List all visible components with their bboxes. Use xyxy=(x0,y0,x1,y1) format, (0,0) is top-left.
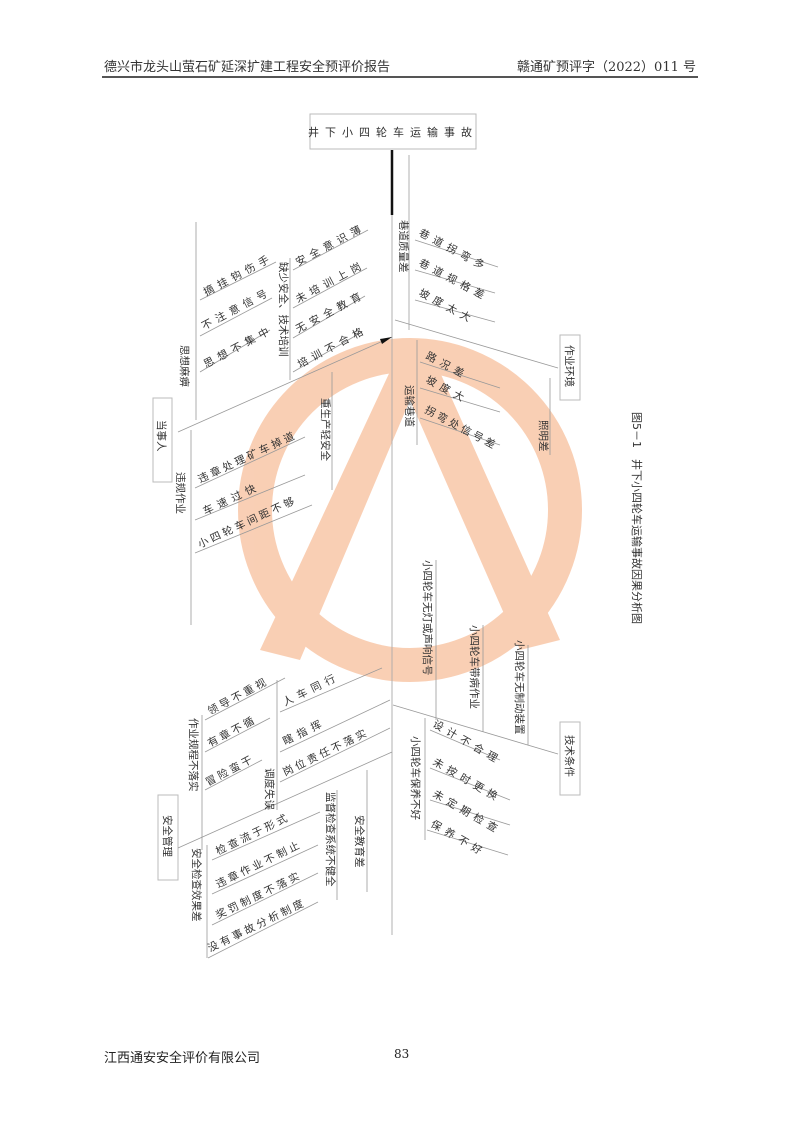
sub-line xyxy=(279,699,391,753)
footer-company: 江西通安安全评价有限公司 xyxy=(104,1051,261,1066)
sub-line xyxy=(194,504,313,554)
report-title: 德兴市龙头山萤石矿延深扩建工程安全预评价报告 xyxy=(104,60,391,75)
sub-label: 领导不重视 xyxy=(205,674,271,717)
sub-line xyxy=(199,329,271,373)
cause-label: 小四轮车保养不好 xyxy=(409,736,422,820)
sub-line xyxy=(292,229,369,271)
cause-label: 安全检查效果差 xyxy=(190,848,203,922)
sub-label: 瞎指挥 xyxy=(281,716,328,748)
bone-technical xyxy=(392,704,559,755)
sub-line xyxy=(419,387,501,413)
sub-line xyxy=(292,295,366,339)
sub-line xyxy=(419,361,501,389)
cause-label: 思想麻痹 xyxy=(178,345,191,387)
sub-line xyxy=(199,297,273,337)
category-label-environment: 作业环境 xyxy=(563,345,576,387)
figure-caption: 图5－1 井下小四轮车运输事故因果分析图 xyxy=(630,412,644,624)
sub-label: 没有事故分析制度 xyxy=(206,896,309,955)
sub-line xyxy=(211,872,319,926)
sub-line xyxy=(204,759,263,791)
cause-label: 作业规程不落实 xyxy=(187,718,200,792)
bone-management xyxy=(177,751,393,849)
sub-line xyxy=(204,677,286,721)
cause-label: 照明差 xyxy=(537,420,550,452)
sub-line xyxy=(429,729,501,761)
cause-label: 小四轮车无制动装置 xyxy=(513,640,526,735)
bone-environment xyxy=(394,319,559,369)
sub-label: 思想不集中 xyxy=(201,323,276,371)
effect-label: 井下小四轮车运输事故 xyxy=(308,125,478,139)
cause-label: 巷道质量差 xyxy=(397,220,410,273)
category-box-person xyxy=(152,397,173,483)
arrow-head xyxy=(380,337,392,344)
sub-line xyxy=(292,267,368,309)
sub-line xyxy=(426,829,509,856)
header-rule xyxy=(102,76,698,78)
category-box-management xyxy=(157,794,179,881)
cause-label: 小四轮车带病作业 xyxy=(468,625,481,709)
category-label-person: 当事人 xyxy=(155,420,168,452)
sub-line xyxy=(207,901,319,959)
watermark-a-shape xyxy=(260,350,560,660)
sub-label: 冒险蛮干 xyxy=(203,752,257,789)
cause-label: 重生产轻安全 xyxy=(319,398,332,461)
sub-line xyxy=(204,717,271,753)
category-box-technical xyxy=(559,721,581,796)
cause-label: 调度失误 xyxy=(263,768,276,810)
watermark-logo xyxy=(238,338,582,682)
cause-label: 小四轮车无灯或声响信号 xyxy=(421,560,434,676)
sub-line xyxy=(429,799,511,826)
sub-line xyxy=(419,417,501,446)
cause-label: 违规作业 xyxy=(174,472,187,514)
sub-line xyxy=(199,261,277,301)
bone-person xyxy=(177,336,393,433)
sub-line xyxy=(292,331,363,373)
page-number: 83 xyxy=(394,1047,410,1061)
cause-label: 运输巷道 xyxy=(403,385,416,427)
category-label-management: 安全管理 xyxy=(161,815,174,857)
sub-line xyxy=(279,667,383,713)
cause-label: 安全教育差 xyxy=(353,815,366,868)
sub-line xyxy=(414,239,499,268)
category-box-environment xyxy=(559,334,581,401)
cause-label: 缺少安全、技术培训 xyxy=(277,262,290,357)
sub-line xyxy=(414,299,496,323)
effect-box xyxy=(309,113,477,150)
sub-line xyxy=(211,811,321,861)
sub-line xyxy=(414,269,496,294)
sub-line xyxy=(211,844,319,895)
sub-line xyxy=(194,436,306,489)
sub-line xyxy=(279,727,391,783)
cause-label: 监督检查系统不健全 xyxy=(324,792,337,887)
report-number: 赣通矿预评字（2022）011 号 xyxy=(516,60,696,75)
sub-line xyxy=(194,474,306,521)
sub-line xyxy=(429,767,511,801)
category-label-technical: 技术条件 xyxy=(563,735,576,777)
sub-label: 有章不循 xyxy=(205,713,259,750)
